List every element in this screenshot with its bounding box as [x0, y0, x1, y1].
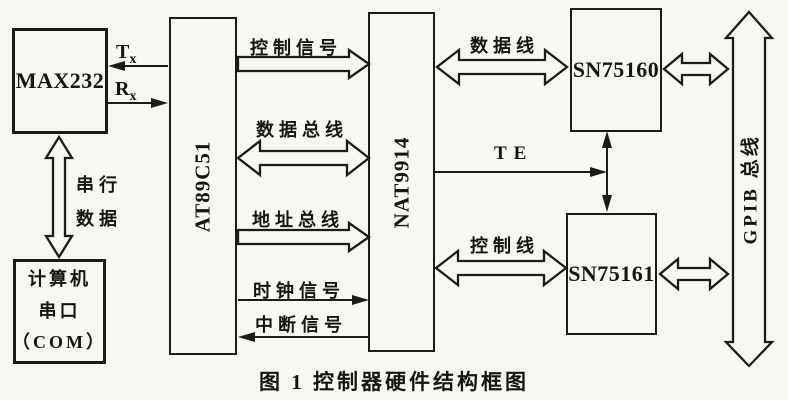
rx-arrow: [108, 98, 168, 108]
block-computer-com-line2: 串口: [38, 300, 81, 321]
block-computer-com-line1: 计算机: [28, 269, 91, 290]
sn75160-gpib-arrow: [662, 51, 730, 87]
block-nat9914: NAT9914: [368, 12, 435, 352]
block-at89c51-label: AT89C51: [190, 140, 215, 232]
block-at89c51: AT89C51: [169, 17, 237, 355]
block-computer-com-line3: （COM）: [12, 332, 107, 353]
gpib-bus-label: GPIB 总线: [740, 134, 762, 245]
data-bus-arrow: [236, 138, 371, 178]
sn75161-gpib-arrow: [658, 256, 730, 292]
interrupt-signal-arrow: [238, 332, 369, 342]
block-sn75161: SN75161: [566, 213, 657, 335]
data-line-arrow: [435, 47, 569, 87]
te-arrow: [435, 131, 612, 212]
tx-label: Tx: [116, 41, 137, 67]
block-sn75161-label: SN75161: [568, 261, 655, 286]
block-sn75160-label: SN75160: [572, 57, 660, 82]
interrupt-signal-label: 中断信号: [255, 315, 347, 335]
address-bus-label: 地址总线: [252, 210, 344, 230]
block-nat9914-label: NAT9914: [389, 136, 413, 228]
control-line-label: 控制线: [470, 236, 539, 256]
block-max232: MAX232: [12, 28, 108, 134]
block-sn75160: SN75160: [570, 8, 662, 132]
address-bus-arrow: [236, 220, 372, 254]
control-signal-label: 控制信号: [250, 38, 342, 58]
serial-data-label-line1: 串行: [76, 175, 122, 195]
te-label: TE: [494, 143, 534, 164]
rx-label-main: R: [115, 78, 130, 100]
block-computer-com: 计算机 串口 （COM）: [12, 259, 107, 364]
clock-signal-label: 时钟信号: [253, 281, 345, 301]
rx-label-sub: x: [129, 89, 137, 104]
serial-data-arrow: [43, 134, 75, 260]
tx-label-sub: x: [129, 52, 137, 67]
data-bus-label: 数据总线: [256, 120, 348, 140]
tx-arrow: [108, 61, 168, 71]
data-line-label: 数据线: [470, 36, 539, 56]
clock-signal-arrow: [238, 295, 369, 305]
serial-data-label-line2: 数据: [76, 209, 122, 229]
block-max232-label: MAX232: [15, 68, 105, 93]
gpib-bus-arrow: [723, 10, 775, 368]
figure-caption: 图 1 控制器硬件结构框图: [259, 370, 529, 394]
rx-label: Rx: [115, 78, 137, 104]
control-signal-arrow: [236, 47, 372, 81]
tx-label-main: T: [116, 41, 130, 63]
